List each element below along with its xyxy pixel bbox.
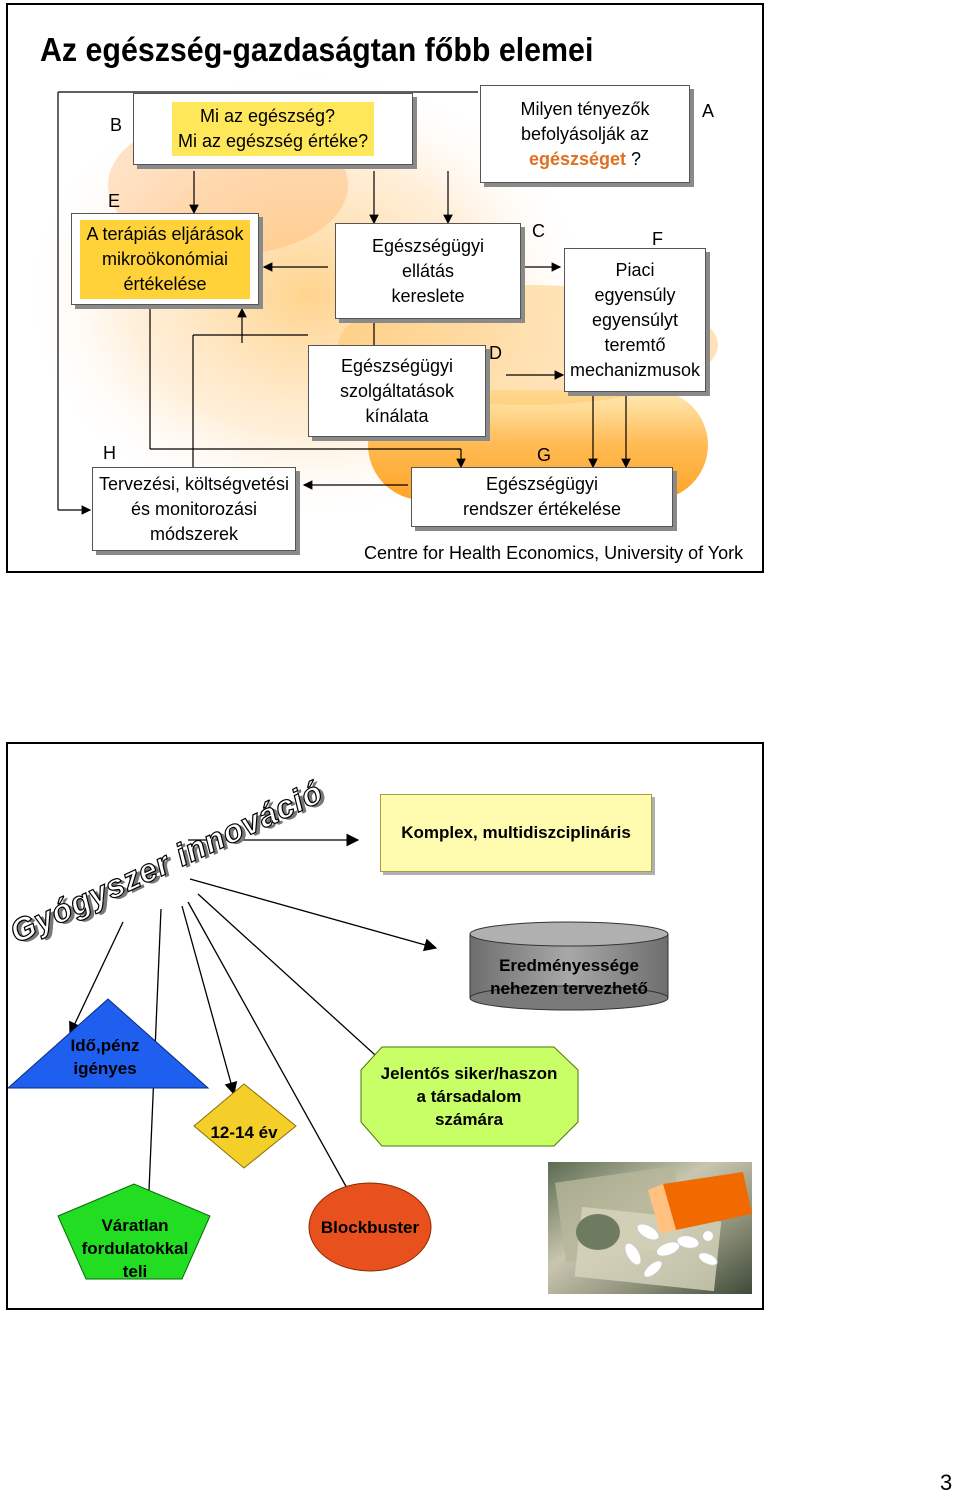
box-b-line2: Mi az egészség értéke? <box>178 131 369 151</box>
box-h-line2: és monitorozási <box>130 498 258 519</box>
slide-drug-innovation: Gyógyszer innováció Komplex, multidiszci… <box>6 742 764 1310</box>
octagon-text: Jelentős siker/haszon a társadalom számá… <box>361 1062 577 1131</box>
box-d-healthcare-supply: Egészségügyi szolgáltatások kínálata <box>308 345 486 437</box>
note-complex-text: Komplex, multidiszciplináris <box>401 823 631 842</box>
label-h: H <box>103 443 116 463</box>
diamond-text: 12-14 év <box>210 1123 278 1142</box>
slide2-shapes-and-arrows <box>8 833 752 1294</box>
triangle-text: Idő,pénz igényes <box>38 1034 172 1080</box>
box-f-line4: teremtő <box>604 334 666 355</box>
pentagon-line1: Váratlan <box>101 1216 169 1235</box>
box-g-line2: rendszer értékelése <box>462 499 622 519</box>
cylinder-line1: Eredményessége <box>499 956 639 975</box>
box-e-highlight: A terápiás eljárások mikroökonómiai érté… <box>80 219 250 299</box>
box-h-line1: Tervezési, költségvetési <box>98 473 290 494</box>
box-d-line3: kínálata <box>365 405 429 426</box>
box-h-line3: módszerek <box>149 523 239 544</box>
octagon-line1: Jelentős siker/haszon <box>380 1064 558 1083</box>
box-f-line2: egyensúly <box>594 284 676 305</box>
page-number: 3 <box>940 1470 953 1495</box>
label-g: G <box>537 445 552 465</box>
box-b-highlight: Mi az egészség? Mi az egészség értéke? <box>172 102 375 156</box>
slide-health-economics: Az egészség-gazdaságtan főbb elemei B A … <box>6 3 764 573</box>
triangle-line2: igényes <box>73 1059 137 1078</box>
box-a-suffix: ? <box>626 148 642 169</box>
box-a-factors: Milyen tényezők befolyásolják az egészsé… <box>480 85 690 183</box>
label-f: F <box>652 229 663 249</box>
box-a-line3: egészséget ? <box>529 147 641 172</box>
box-f-line5: mechanizmusok <box>569 359 701 380</box>
box-e-microeconomic-evaluation: A terápiás eljárások mikroökonómiai érté… <box>71 213 259 305</box>
money-pills-photo <box>548 1162 752 1294</box>
triangle-line1: Idő,pénz <box>70 1036 140 1055</box>
oval-text: Blockbuster <box>320 1218 420 1237</box>
label-a: A <box>702 101 715 121</box>
cylinder-shape <box>469 921 669 1011</box>
oval-shape <box>308 1182 432 1272</box>
pentagon-shape <box>57 1183 211 1280</box>
box-c-line2: ellátás <box>401 260 455 281</box>
box-a-line2: befolyásolják az <box>520 123 650 144</box>
triangle-shape <box>8 998 210 1089</box>
box-g-system-evaluation: Egészségügyi rendszer értékelése <box>411 467 673 527</box>
octagon-line3: számára <box>434 1110 504 1129</box>
box-d-line2: szolgáltatások <box>339 380 455 401</box>
cylinder-text: Eredményessége nehezen tervezhető <box>470 954 668 1000</box>
pentagon-line3: teli <box>122 1262 148 1281</box>
cylinder-line2: nehezen tervezhető <box>490 979 648 998</box>
connector-lines <box>57 91 631 515</box>
box-c-line3: kereslete <box>391 285 465 306</box>
box-b-what-is-health: Mi az egészség? Mi az egészség értéke? <box>133 93 413 165</box>
box-d-line1: Egészségügyi <box>340 355 454 376</box>
box-f-line1: Piaci <box>615 259 655 280</box>
box-e-line2: mikroökonómiai <box>101 248 229 269</box>
box-b-line1: Mi az egészség? <box>200 106 336 126</box>
octagon-shape <box>360 1046 579 1147</box>
label-d: D <box>489 343 502 363</box>
box-f-line3: egyensúlyt <box>591 309 679 330</box>
slide1-title: Az egészség-gazdaságtan főbb elemei <box>40 31 594 68</box>
box-f-market-equilibrium: Piaci egyensúly egyensúlyt teremtő mecha… <box>564 248 706 392</box>
box-c-healthcare-demand: Egészségügyi ellátás kereslete <box>335 223 521 319</box>
innovation-arrows <box>69 833 438 1216</box>
box-e-line1: A terápiás eljárások <box>86 223 244 244</box>
label-c: C <box>532 221 545 241</box>
box-h-planning-methods: Tervezési, költségvetési és monitorozási… <box>92 467 296 551</box>
box-a-line1: Milyen tényezők <box>520 98 650 119</box>
credit-text: Centre for Health Economics, University … <box>364 543 744 563</box>
box-c-line1: Egészségügyi <box>371 235 485 256</box>
label-b: B <box>110 115 123 135</box>
label-e: E <box>108 191 121 211</box>
box-g-line1: Egészségügyi <box>485 474 599 494</box>
note-complex-multidisciplinary: Komplex, multidiszciplináris <box>380 794 652 872</box>
pentagon-text: Váratlan fordulatokkal teli <box>60 1214 210 1283</box>
octagon-line2: a társadalom <box>416 1087 522 1106</box>
pentagon-line2: fordulatokkal <box>81 1239 189 1258</box>
box-a-highlight: egészséget <box>528 148 627 169</box>
box-e-line3: értékelése <box>123 273 207 294</box>
diamond-shape <box>193 1083 297 1169</box>
